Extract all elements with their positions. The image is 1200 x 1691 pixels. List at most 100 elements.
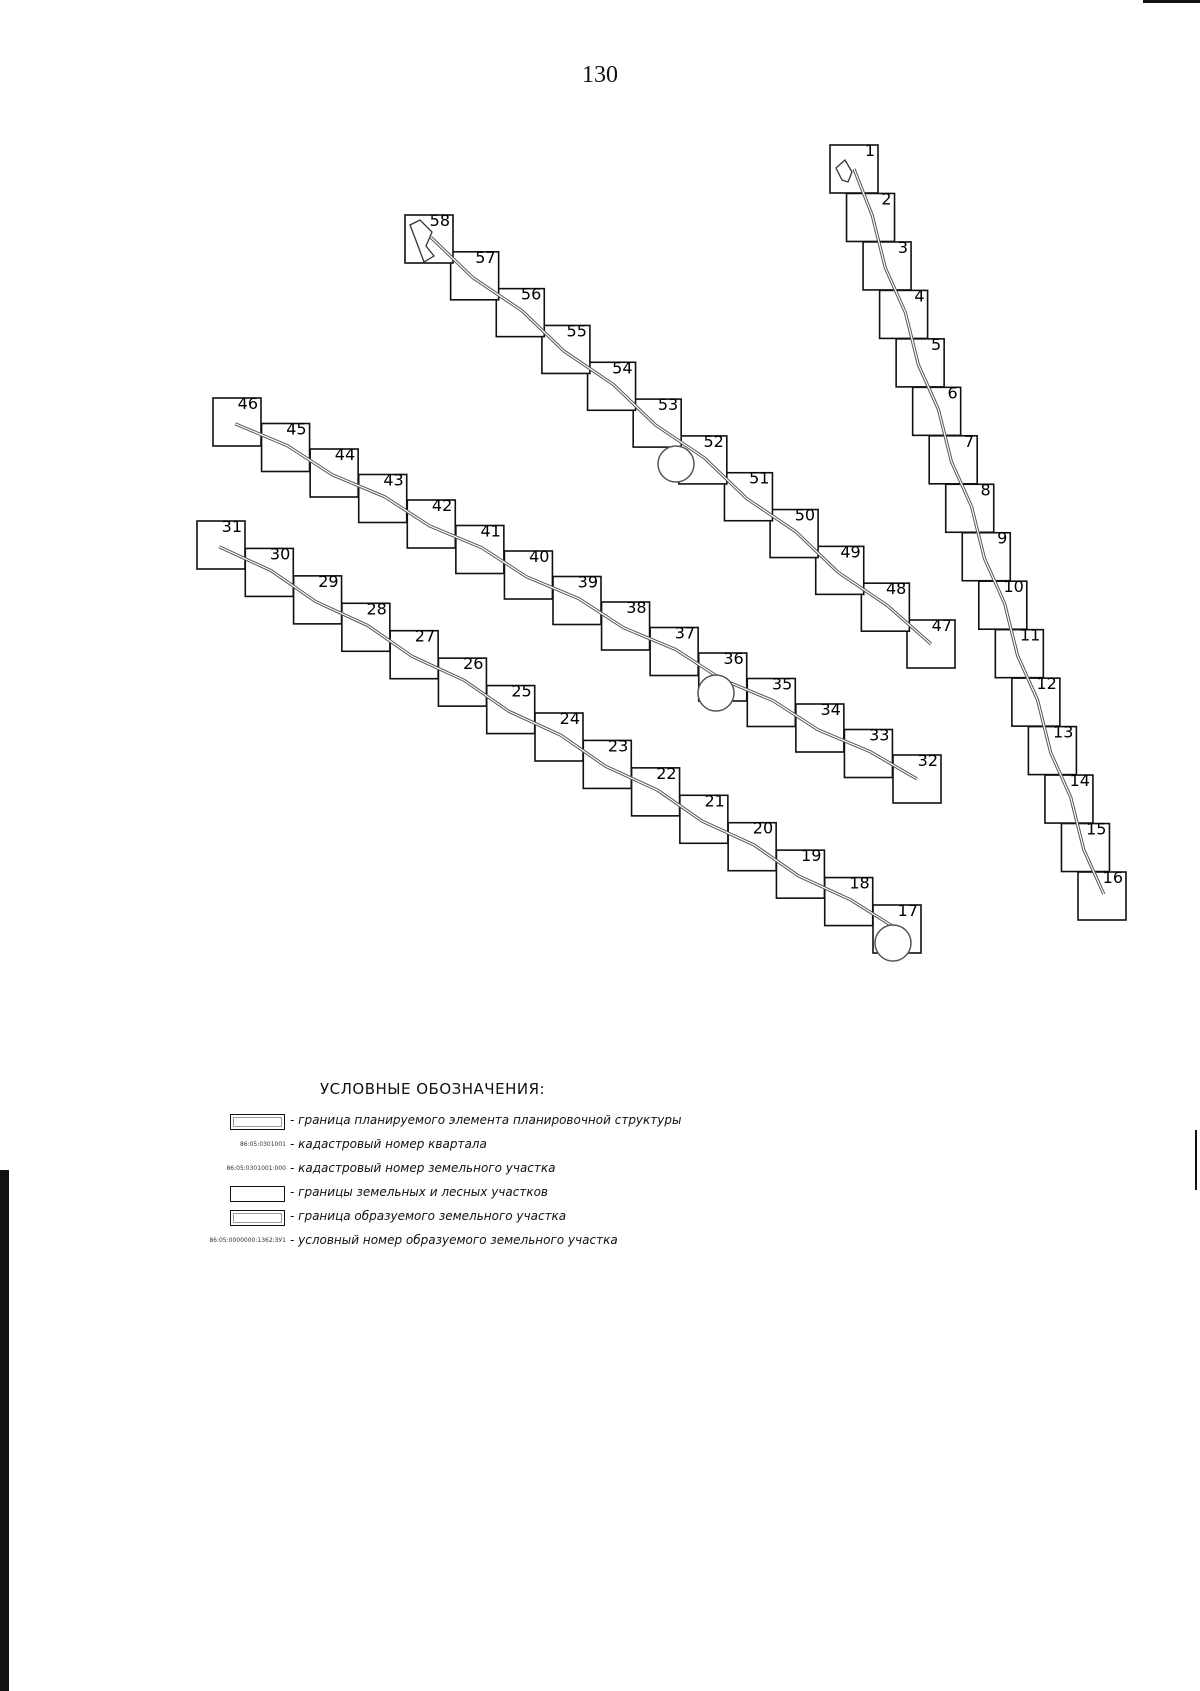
sheet-number: 31 bbox=[222, 517, 242, 536]
legend-symbol bbox=[230, 1186, 285, 1202]
sheet-number: 27 bbox=[415, 627, 435, 646]
legend-item: 86:05:0301001:000 - кадастровый номер зем… bbox=[180, 1160, 880, 1180]
sheet-number: 42 bbox=[432, 496, 452, 515]
sheet-number: 40 bbox=[529, 547, 549, 566]
sheet-number: 41 bbox=[480, 522, 500, 541]
sheet-tile bbox=[823, 876, 874, 927]
legend-text: - граница планируемого элемента планиров… bbox=[290, 1113, 682, 1127]
sheet-number: 52 bbox=[703, 432, 723, 451]
sheet-tile bbox=[541, 324, 591, 375]
sheet-tile bbox=[582, 739, 633, 790]
sheet-number: 34 bbox=[820, 700, 840, 719]
parcel-outline bbox=[835, 158, 853, 183]
sheet-tile bbox=[795, 703, 845, 753]
sheet-tile bbox=[309, 448, 359, 498]
sheet-tile bbox=[244, 547, 295, 598]
legend-item: 86:05:0301001 - кадастровый номер квартал… bbox=[180, 1136, 880, 1156]
sheet-labels: 1234567891011121314151617181920212223242… bbox=[222, 141, 1123, 920]
sheet-tile bbox=[455, 524, 505, 575]
sheet-number: 39 bbox=[578, 573, 598, 592]
sheet-tile bbox=[357, 473, 408, 524]
legend-text: - граница образуемого земельного участка bbox=[290, 1209, 567, 1223]
route-line-inner bbox=[218, 546, 898, 930]
sheet-tile bbox=[961, 531, 1012, 582]
sheet-tiles bbox=[196, 144, 1127, 954]
sheet-tile bbox=[775, 849, 826, 899]
sheet-number: 25 bbox=[511, 682, 531, 701]
sheet-number: 26 bbox=[463, 654, 483, 673]
legend-item: - границы земельных и лесных участков bbox=[180, 1184, 880, 1204]
sheet-number: 3 bbox=[898, 238, 908, 257]
sheet-number: 22 bbox=[656, 764, 676, 783]
sheet-number: 7 bbox=[964, 432, 974, 451]
scan-edge-left bbox=[0, 1170, 9, 1691]
scan-edge-right bbox=[1195, 1130, 1197, 1190]
sheet-tile bbox=[586, 361, 637, 412]
sheet-tile bbox=[649, 626, 699, 677]
sheet-number: 38 bbox=[626, 598, 646, 617]
sheet-number: 6 bbox=[947, 383, 957, 402]
sheet-number: 35 bbox=[772, 675, 792, 694]
sheet-number: 12 bbox=[1037, 674, 1057, 693]
sheet-tile bbox=[843, 728, 894, 779]
sheet-tile bbox=[977, 580, 1028, 631]
sheet-tile bbox=[260, 422, 311, 473]
sheet-number: 28 bbox=[366, 599, 386, 618]
sheet-tile bbox=[814, 545, 865, 596]
sheet-tile bbox=[552, 575, 602, 626]
sheet-tile bbox=[862, 241, 912, 291]
sheet-number: 45 bbox=[286, 420, 306, 439]
sheet-tile bbox=[437, 657, 488, 707]
legend-code: 86:05:0301001 bbox=[239, 1141, 286, 1148]
sheet-tile bbox=[630, 767, 681, 817]
sheet-tile bbox=[845, 192, 896, 243]
sheet-tile bbox=[1027, 725, 1078, 776]
legend-symbol bbox=[230, 1210, 285, 1226]
sheet-tile bbox=[406, 499, 457, 549]
sheet-tile bbox=[534, 712, 584, 762]
sheet-tile bbox=[341, 602, 391, 653]
sheet-number: 56 bbox=[521, 285, 541, 304]
sheet-number: 33 bbox=[869, 726, 889, 745]
legend-code: 86:05:0301001:000 bbox=[226, 1165, 286, 1172]
sheet-number: 1 bbox=[865, 141, 875, 160]
sheet-tile bbox=[1011, 677, 1061, 727]
sheet-tile bbox=[600, 601, 651, 651]
sheet-number: 51 bbox=[749, 469, 769, 488]
sheet-tile bbox=[196, 520, 246, 570]
legend-text: - кадастровый номер земельного участка bbox=[290, 1161, 556, 1175]
sheet-tile bbox=[727, 821, 777, 872]
sheet-tile bbox=[944, 483, 995, 534]
sheet-number: 30 bbox=[270, 544, 290, 563]
sheet-tile bbox=[212, 397, 262, 447]
sheet-number: 2 bbox=[881, 189, 891, 208]
sheet-number: 44 bbox=[335, 445, 355, 464]
circle-marker bbox=[697, 674, 735, 712]
route-lines bbox=[218, 158, 1106, 962]
sheet-number: 47 bbox=[932, 616, 952, 635]
sheet-tile bbox=[1077, 871, 1127, 921]
sheet-number: 9 bbox=[997, 529, 1007, 548]
sheet-number: 49 bbox=[840, 542, 860, 561]
legend-item: - граница образуемого земельного участка bbox=[180, 1208, 880, 1228]
sheet-tile bbox=[292, 575, 343, 625]
sheet-tile bbox=[503, 550, 554, 600]
sheet-number: 15 bbox=[1086, 820, 1106, 839]
sheet-number: 24 bbox=[560, 709, 580, 728]
sheet-number: 16 bbox=[1103, 868, 1123, 887]
sheet-tile bbox=[1044, 774, 1094, 824]
sheet-number: 58 bbox=[430, 211, 450, 230]
legend-code: 86:05:0000000:1362:ЗУ1 bbox=[209, 1237, 286, 1244]
page-number: 130 bbox=[582, 62, 618, 88]
sheet-tile bbox=[860, 582, 911, 632]
sheet-number: 4 bbox=[914, 286, 924, 305]
route-line bbox=[852, 168, 1106, 895]
scan-edge-top-right bbox=[1143, 0, 1200, 3]
legend-text: - кадастровый номер квартала bbox=[290, 1137, 487, 1151]
legend-title: УСЛОВНЫЕ ОБОЗНАЧЕНИЯ: bbox=[320, 1080, 546, 1098]
sheet-tile bbox=[746, 677, 797, 728]
circle-marker bbox=[874, 924, 912, 962]
route-line-inner bbox=[234, 423, 918, 780]
sheet-number: 14 bbox=[1070, 771, 1090, 790]
sheet-number: 37 bbox=[675, 624, 695, 643]
